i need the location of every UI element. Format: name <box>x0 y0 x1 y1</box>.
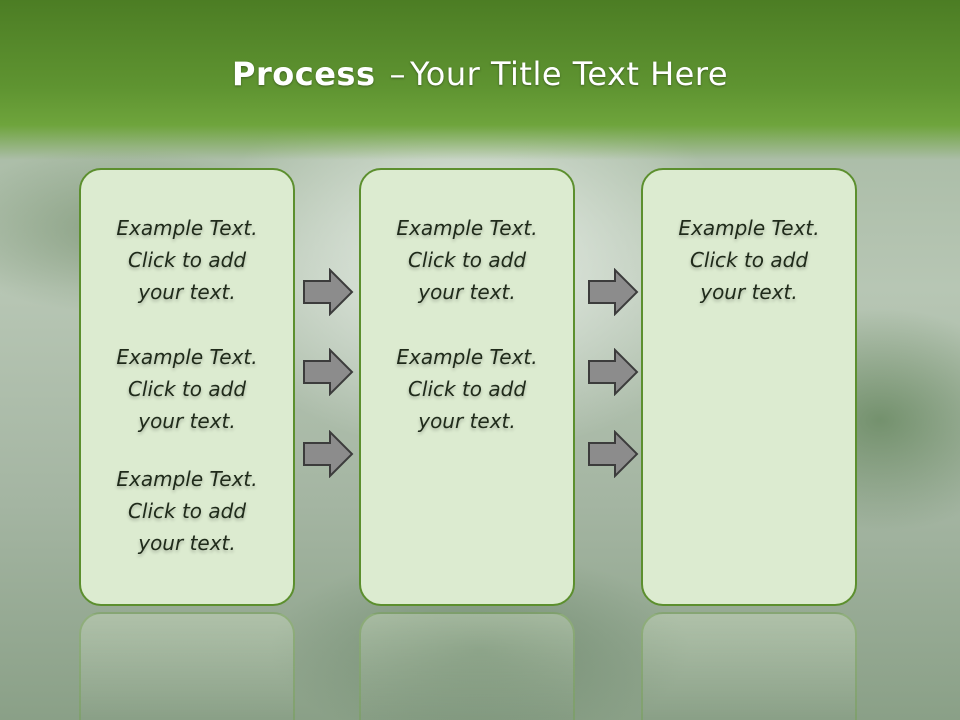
text-line: your text. <box>138 409 236 433</box>
text-block[interactable]: Example Text. Click to add your text. <box>81 463 293 559</box>
right-arrow-icon[interactable] <box>302 348 354 396</box>
text-line: Click to add <box>407 248 527 272</box>
box-reflection <box>359 612 575 720</box>
right-arrow-icon[interactable] <box>302 430 354 478</box>
title-rest-part: Your Title Text Here <box>409 55 728 93</box>
process-box-3[interactable]: Example Text. Click to add your text. <box>641 168 857 606</box>
text-line: your text. <box>138 280 236 304</box>
text-line: Click to add <box>407 377 527 401</box>
text-line: Example Text. <box>396 345 538 369</box>
process-box-1[interactable]: Example Text. Click to add your text. Ex… <box>79 168 295 606</box>
text-line: Click to add <box>127 248 247 272</box>
box-reflection <box>79 612 295 720</box>
box-reflection <box>641 612 857 720</box>
text-line: your text. <box>700 280 798 304</box>
slide-title[interactable]: Process–Your Title Text Here <box>0 55 960 93</box>
text-line: Example Text. <box>116 345 258 369</box>
text-line: Click to add <box>127 377 247 401</box>
text-block[interactable]: Example Text. Click to add your text. <box>361 212 573 308</box>
text-block[interactable]: Example Text. Click to add your text. <box>643 212 855 308</box>
text-line: Click to add <box>689 248 809 272</box>
right-arrow-icon[interactable] <box>587 348 639 396</box>
text-line: Example Text. <box>116 216 258 240</box>
text-line: Example Text. <box>678 216 820 240</box>
process-box-2[interactable]: Example Text. Click to add your text. Ex… <box>359 168 575 606</box>
text-line: your text. <box>138 531 236 555</box>
text-line: Example Text. <box>116 467 258 491</box>
text-line: Click to add <box>127 499 247 523</box>
title-bold-part: Process <box>232 55 376 93</box>
right-arrow-icon[interactable] <box>587 430 639 478</box>
title-bar <box>0 0 960 160</box>
text-line: your text. <box>418 409 516 433</box>
text-line: your text. <box>418 280 516 304</box>
right-arrow-icon[interactable] <box>302 268 354 316</box>
right-arrow-icon[interactable] <box>587 268 639 316</box>
title-dash: – <box>389 55 406 93</box>
text-block[interactable]: Example Text. Click to add your text. <box>361 341 573 437</box>
text-block[interactable]: Example Text. Click to add your text. <box>81 212 293 308</box>
text-line: Example Text. <box>396 216 538 240</box>
text-block[interactable]: Example Text. Click to add your text. <box>81 341 293 437</box>
